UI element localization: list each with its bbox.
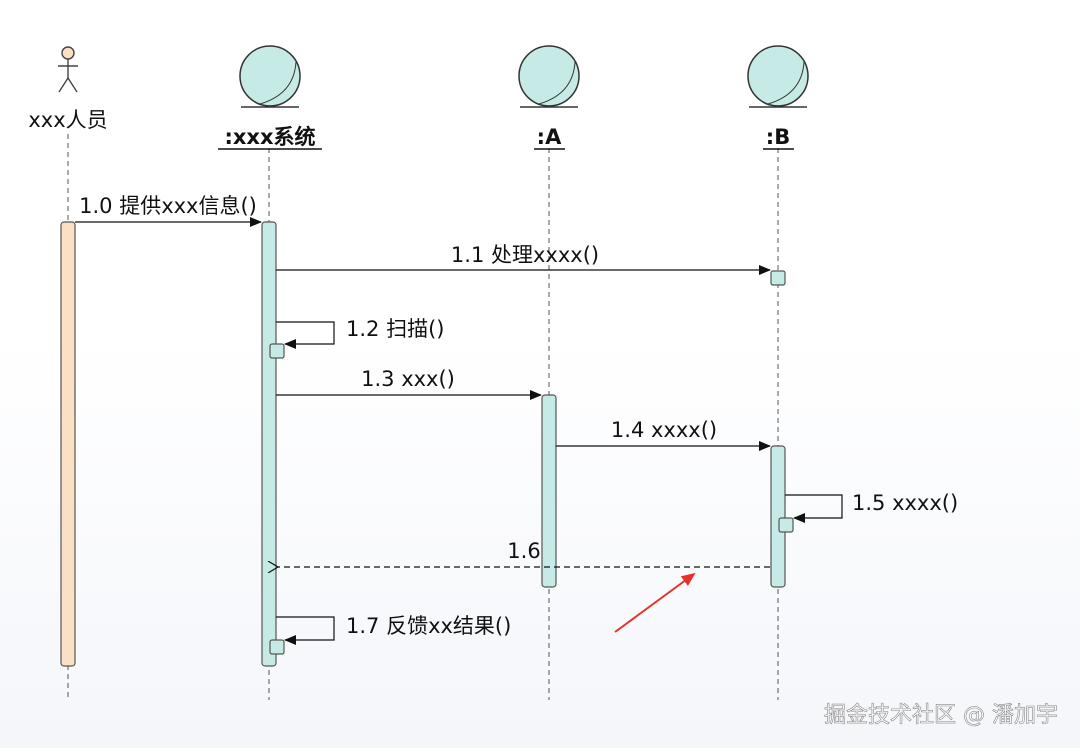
activation-actor bbox=[60, 221, 76, 667]
message-1-5: 1.5 xxxx() bbox=[785, 491, 958, 523]
participant-label-sys: :xxx系统 bbox=[224, 125, 315, 149]
message-1-4: 1.4 xxxx() bbox=[556, 418, 771, 451]
message-label: 1.6 bbox=[507, 539, 540, 563]
activation-b-small bbox=[770, 270, 786, 286]
participant-label-b: :B bbox=[766, 125, 790, 149]
participant-a: :A bbox=[518, 45, 580, 150]
message-1-1: 1.1 处理xxxx() bbox=[276, 243, 771, 275]
activation-sys-self-2 bbox=[269, 639, 285, 655]
participant-label-a: :A bbox=[537, 125, 562, 149]
message-label: 1.0 提供xxx信息() bbox=[79, 194, 257, 218]
annotation-arrow-icon bbox=[614, 572, 696, 633]
message-label: 1.5 xxxx() bbox=[852, 491, 958, 515]
participant-label-actor: xxx人员 bbox=[28, 108, 107, 132]
activation-sys-self-1 bbox=[269, 343, 285, 359]
message-1-3: 1.3 xxx() bbox=[276, 367, 542, 400]
participant-b: :B bbox=[747, 45, 809, 150]
message-label: 1.3 xxx() bbox=[361, 367, 455, 391]
watermark: 掘金技术社区 @ 潘加宇 bbox=[824, 703, 1058, 728]
message-label: 1.1 处理xxxx() bbox=[451, 243, 599, 267]
activation-b bbox=[770, 445, 786, 588]
message-1-0: 1.0 提供xxx信息() bbox=[75, 194, 262, 227]
participant-actor: xxx人员 bbox=[28, 46, 108, 132]
entity-circle-icon bbox=[239, 45, 301, 108]
message-label: 1.7 反馈xx结果() bbox=[346, 614, 511, 638]
message-1-6: 1.6 bbox=[278, 539, 770, 567]
message-label: 1.2 扫描() bbox=[346, 317, 444, 341]
activation-sys bbox=[261, 221, 277, 667]
entity-circle-icon bbox=[518, 45, 580, 108]
message-1-7: 1.7 反馈xx结果() bbox=[276, 614, 511, 645]
entity-circle-icon bbox=[747, 45, 809, 108]
message-label: 1.4 xxxx() bbox=[611, 418, 717, 442]
participant-sys: :xxx系统 bbox=[218, 45, 322, 150]
message-1-2: 1.2 扫描() bbox=[276, 317, 444, 349]
activation-a bbox=[541, 394, 557, 588]
stick-figure-icon bbox=[58, 46, 78, 93]
activation-b-self bbox=[778, 517, 794, 533]
